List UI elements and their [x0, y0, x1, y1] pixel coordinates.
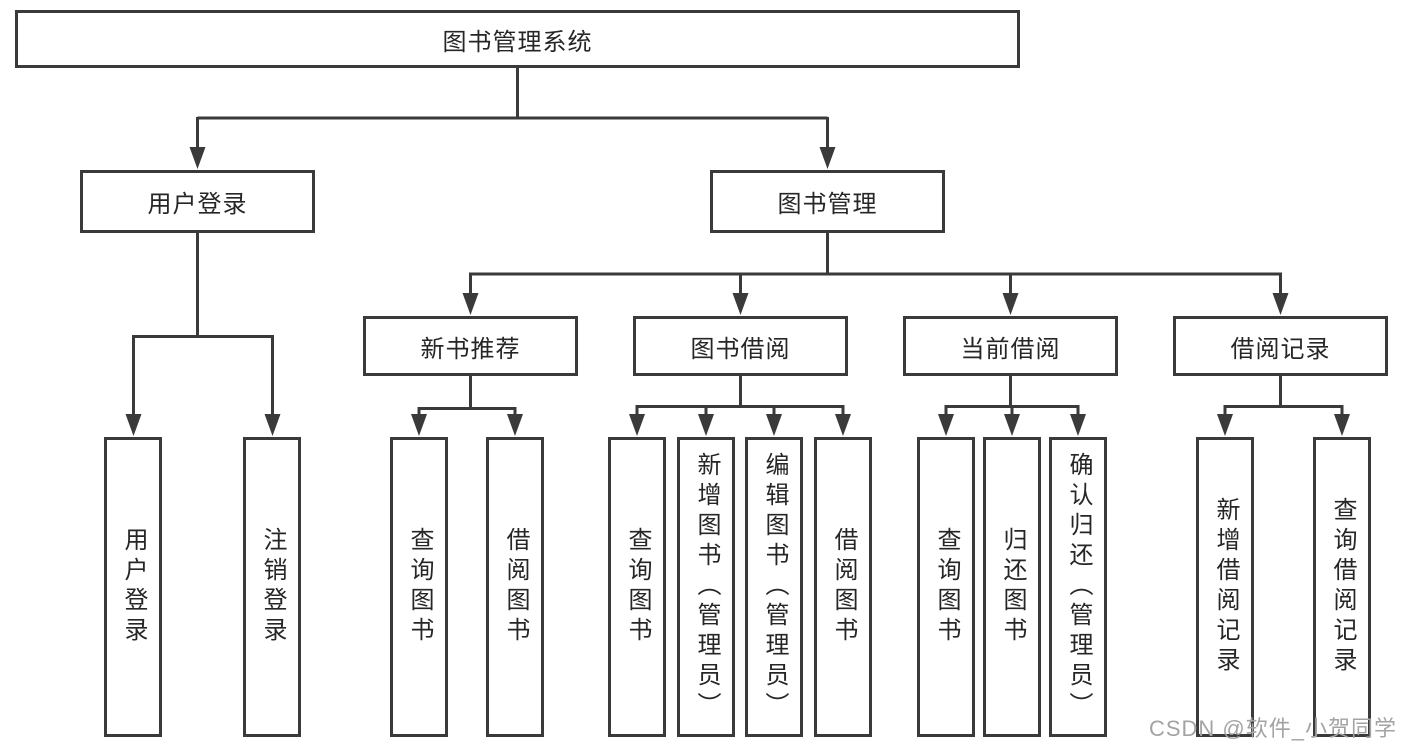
connector-records-to-leaves [1223, 376, 1344, 416]
leaf-logout-label: 注销登录 [259, 527, 286, 647]
connector-newbook-to-leaves [417, 376, 517, 416]
leaf-newbook-borrow-books: 借阅图书 [486, 437, 544, 737]
leaf-newbook-query-books-label: 查询图书 [406, 527, 433, 647]
leaf-user-login-label: 用户登录 [120, 527, 147, 647]
leaf-return-books-label: 归还图书 [999, 527, 1026, 647]
node-user-login: 用户登录 [80, 170, 315, 233]
node-new-book-recommend-label: 新书推荐 [420, 335, 521, 363]
node-current-borrowing: 当前借阅 [903, 316, 1118, 376]
leaf-borrow-query-books-label: 查询图书 [624, 527, 651, 647]
leaf-borrow-books-label: 借阅图书 [830, 527, 857, 647]
leaf-confirm-return-admin-label: 确认归还（管理员） [1065, 452, 1092, 722]
leaf-current-query-books-label: 查询图书 [933, 527, 960, 647]
connector-login-to-leaves [132, 233, 274, 416]
connector-borrow-to-leaves [635, 376, 845, 416]
leaf-query-borrow-record: 查询借阅记录 [1313, 437, 1371, 737]
connector-current-to-leaves [944, 376, 1080, 416]
leaf-edit-books-admin: 编辑图书（管理员） [745, 437, 803, 737]
leaf-borrow-books: 借阅图书 [814, 437, 872, 737]
node-new-book-recommend: 新书推荐 [363, 316, 578, 376]
node-user-login-label: 用户登录 [147, 191, 248, 218]
leaf-newbook-query-books: 查询图书 [390, 437, 448, 737]
connector-mgmt-to-level3 [469, 233, 1282, 295]
node-current-borrowing-label: 当前借阅 [960, 335, 1061, 363]
leaf-edit-books-admin-label: 编辑图书（管理员） [761, 452, 788, 722]
leaf-user-login: 用户登录 [104, 437, 162, 737]
leaf-newbook-borrow-books-label: 借阅图书 [502, 527, 529, 647]
node-borrowing-records-label: 借阅记录 [1230, 335, 1331, 363]
leaf-logout: 注销登录 [243, 437, 301, 737]
leaf-add-borrow-record: 新增借阅记录 [1196, 437, 1254, 737]
node-book-management: 图书管理 [710, 170, 945, 233]
node-root: 图书管理系统 [15, 10, 1020, 68]
leaf-add-books-admin: 新增图书（管理员） [677, 437, 735, 737]
node-borrowing-records: 借阅记录 [1173, 316, 1388, 376]
leaf-add-books-admin-label: 新增图书（管理员） [693, 452, 720, 722]
leaf-borrow-query-books: 查询图书 [608, 437, 666, 737]
node-root-label: 图书管理系统 [442, 28, 593, 56]
node-book-management-label: 图书管理 [777, 191, 878, 218]
arrowheads [125, 147, 1350, 436]
leaf-confirm-return-admin: 确认归还（管理员） [1049, 437, 1107, 737]
connector-root-to-level2 [196, 68, 829, 149]
leaf-query-borrow-record-label: 查询借阅记录 [1329, 497, 1356, 677]
leaf-add-borrow-record-label: 新增借阅记录 [1212, 497, 1239, 677]
leaf-return-books: 归还图书 [983, 437, 1041, 737]
leaf-current-query-books: 查询图书 [917, 437, 975, 737]
node-book-borrowing-label: 图书借阅 [690, 335, 791, 363]
csdn-watermark: CSDN @软件_小贺同学 [1148, 716, 1397, 741]
node-book-borrowing: 图书借阅 [633, 316, 848, 376]
